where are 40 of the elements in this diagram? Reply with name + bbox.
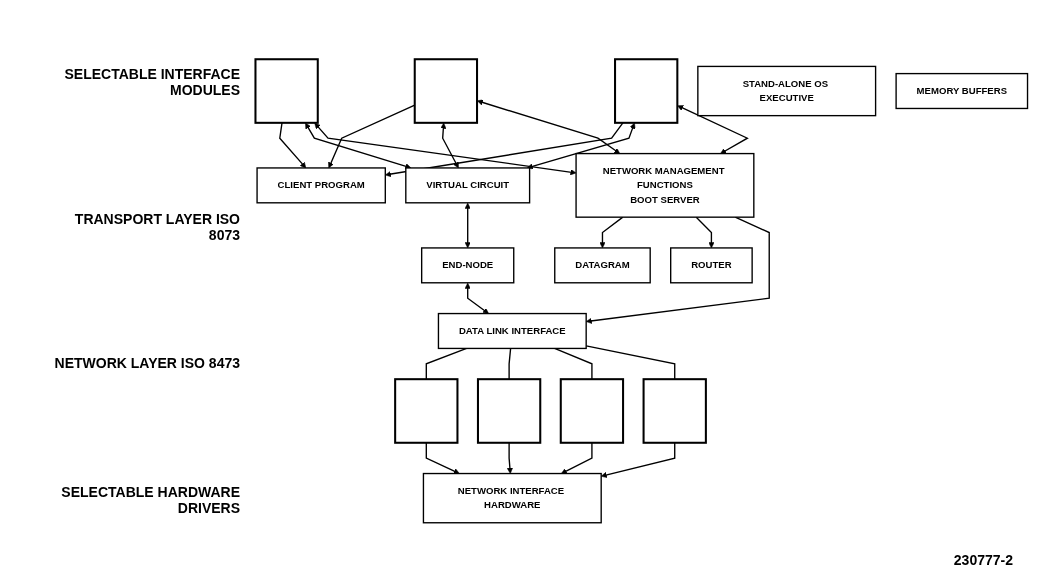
figure-number: 230777-2 <box>953 552 1013 568</box>
node-box: DATA LINK INTERFACE <box>437 312 587 350</box>
node-box: NETWORK INTERFACE HARDWARE <box>422 472 602 524</box>
arrow <box>464 282 489 314</box>
arrow <box>305 122 412 170</box>
arrow <box>695 216 715 249</box>
connector <box>585 345 676 380</box>
side-label: SELECTABLE HARDWARE DRIVERS <box>60 483 240 516</box>
arrow <box>600 442 676 478</box>
node-box: STAND-ALONE OS EXECUTIVE <box>697 65 877 117</box>
node-box <box>394 378 459 444</box>
node-box: DATAGRAM <box>554 247 651 284</box>
node-box <box>254 58 319 124</box>
side-label: NETWORK LAYER ISO 8473 <box>54 355 240 372</box>
arrow <box>677 105 749 154</box>
node-box <box>413 58 479 124</box>
arrow <box>440 122 459 169</box>
node-box: ROUTER <box>670 247 753 284</box>
node-box: END-NODE <box>421 247 515 284</box>
node-box: VIRTUAL CIRCUIT <box>405 167 531 204</box>
arrow <box>527 122 636 170</box>
arrow <box>506 442 513 474</box>
node-box <box>642 378 707 444</box>
node-box: MEMORY BUFFERS <box>895 72 1029 110</box>
node-box <box>559 378 625 444</box>
arrow <box>279 122 307 169</box>
arrow <box>561 442 593 474</box>
arrow <box>477 99 621 154</box>
side-label: SELECTABLE INTERFACE MODULES <box>63 66 240 99</box>
node-box <box>614 58 679 124</box>
node-box: CLIENT PROGRAM <box>256 167 386 204</box>
arrow <box>385 122 624 178</box>
arrow <box>425 442 460 474</box>
side-label: TRANSPORT LAYER ISO 8073 <box>73 210 240 243</box>
connector <box>508 347 512 380</box>
arrow <box>599 216 624 249</box>
arrow <box>464 202 471 249</box>
node-box: NETWORK MANAGEMENT FUNCTIONS BOOT SERVER <box>575 152 755 218</box>
node-box <box>476 378 542 444</box>
arrow <box>314 122 577 176</box>
